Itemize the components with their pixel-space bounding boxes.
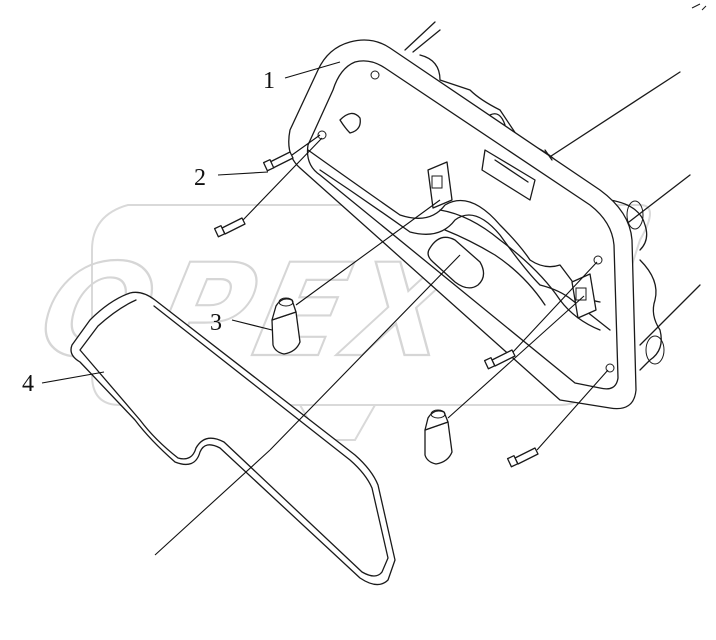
corner-mark	[691, 3, 707, 11]
bulb	[424, 409, 453, 465]
screw	[213, 217, 246, 238]
callout-leaders	[41, 61, 341, 384]
part-4-lens-cover	[70, 254, 461, 586]
part-1-lamp-housing	[288, 21, 701, 410]
bulb	[271, 297, 301, 355]
callout-1: 1	[263, 68, 275, 94]
callout-4: 4	[22, 371, 34, 397]
screw	[483, 349, 516, 370]
callout-2: 2	[194, 165, 206, 191]
part-2-screws	[213, 134, 609, 468]
screw	[262, 151, 294, 172]
screw	[506, 447, 539, 468]
part-3-bulbs	[271, 199, 585, 465]
callout-3: 3	[210, 310, 222, 336]
